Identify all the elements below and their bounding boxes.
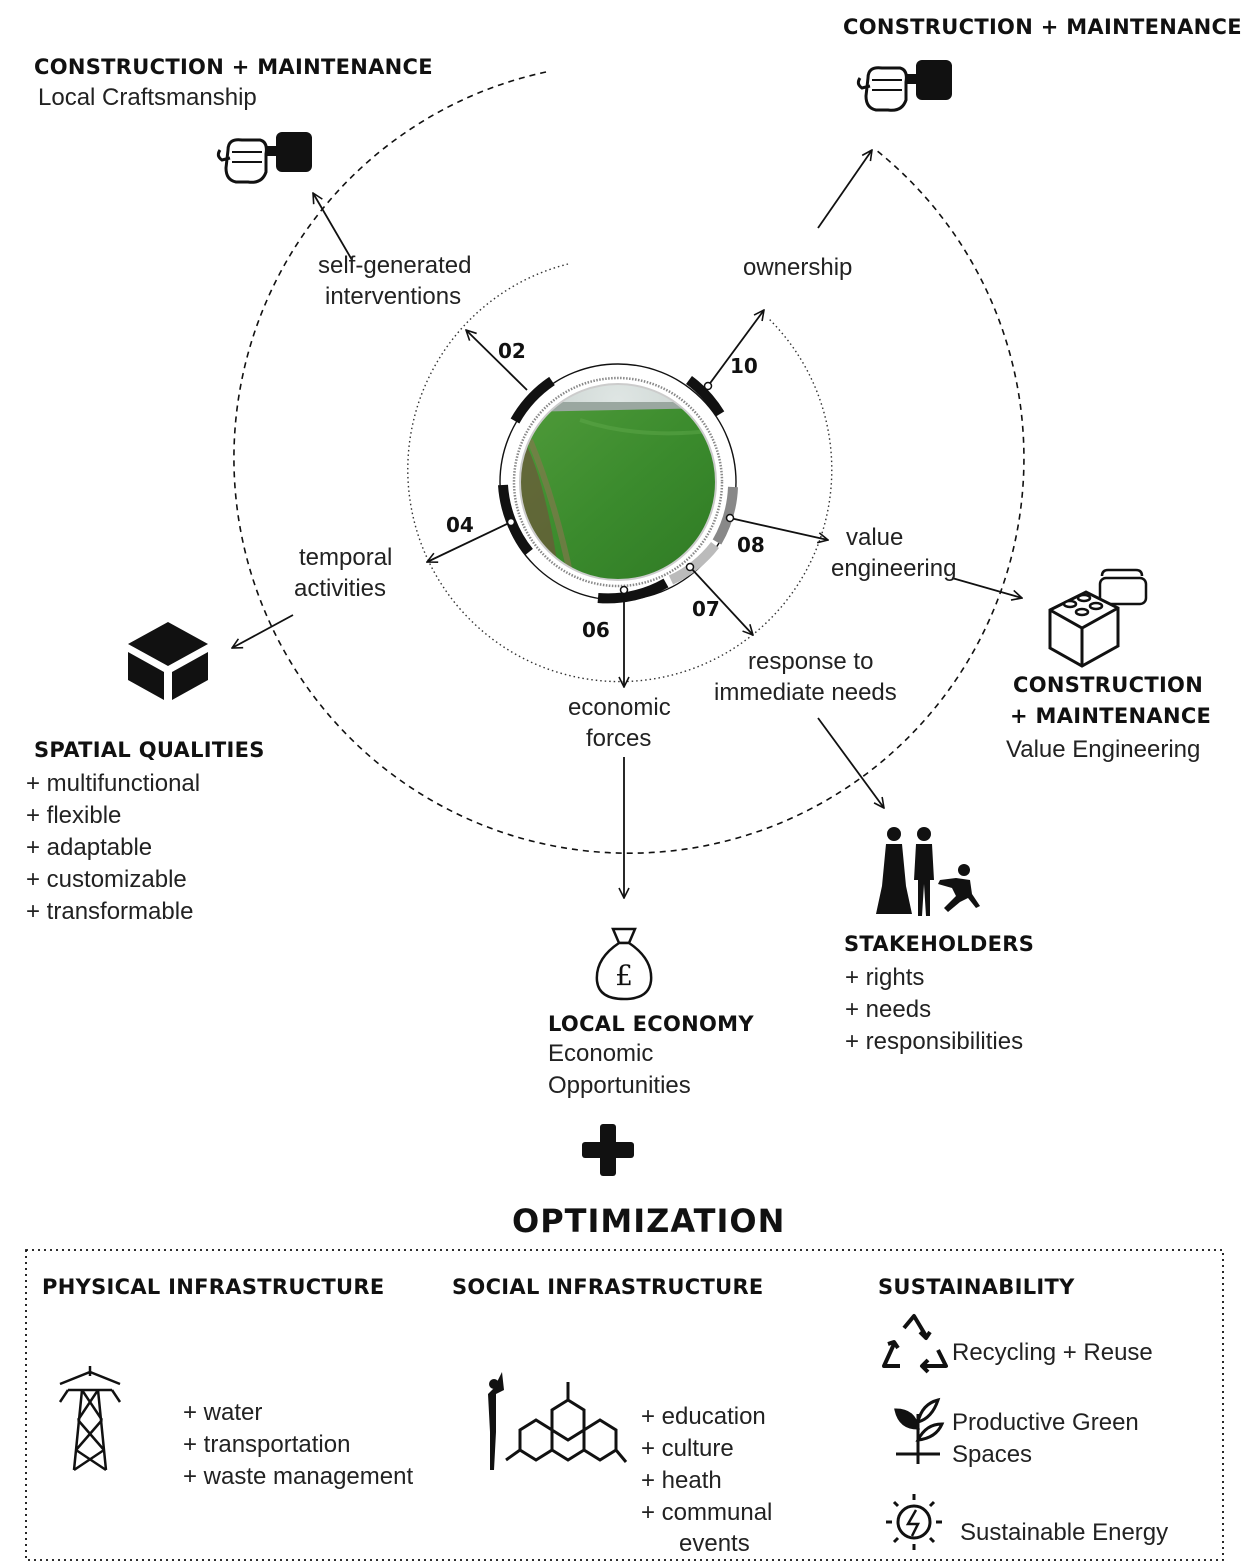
label-engineering: engineering xyxy=(831,555,956,582)
social-item-4: + communal xyxy=(641,1499,772,1526)
social-item-5: events xyxy=(679,1530,750,1557)
sun-energy-icon xyxy=(886,1494,942,1550)
spatial-item-5: + transformable xyxy=(26,898,193,925)
social-heading: SOCIAL INFRASTRUCTURE xyxy=(452,1275,764,1299)
power-pylon-icon xyxy=(58,1366,122,1472)
label-interventions: interventions xyxy=(325,283,461,310)
arrow-origin-dots xyxy=(506,381,735,595)
inner-ring-dotted xyxy=(512,376,724,588)
spatial-item-4: + customizable xyxy=(26,866,187,893)
fist-hammer-icon xyxy=(216,132,312,184)
local-economy-heading: LOCAL ECONOMY xyxy=(548,1012,754,1036)
cube-icon xyxy=(128,622,208,700)
label-self-generated: self-generated xyxy=(318,252,471,279)
money-bag-pound-icon: £ xyxy=(595,927,653,1001)
social-item-2: + culture xyxy=(641,1435,734,1462)
physical-item-2: + transportation xyxy=(183,1431,350,1458)
label-response-to: response to xyxy=(748,648,873,675)
label-economic: economic xyxy=(568,694,671,721)
label-temporal: temporal xyxy=(299,544,392,571)
construction-right-subtitle: Value Engineering xyxy=(1006,736,1200,763)
number-02: 02 xyxy=(498,339,526,363)
stakeholders-item-3: + responsibilities xyxy=(845,1028,1023,1055)
optimization-title: OPTIMIZATION xyxy=(512,1202,785,1240)
number-07: 07 xyxy=(692,597,720,621)
number-06: 06 xyxy=(582,618,610,642)
stakeholders-item-2: + needs xyxy=(845,996,931,1023)
social-item-1: + education xyxy=(641,1403,766,1430)
label-value: value xyxy=(846,524,903,551)
label-ownership: ownership xyxy=(743,254,852,281)
physical-heading: PHYSICAL INFRASTRUCTURE xyxy=(42,1275,385,1299)
construction-left-heading: CONSTRUCTION + MAINTENANCE xyxy=(34,55,433,79)
outer-dashed-ring xyxy=(233,71,1025,854)
social-item-3: + heath xyxy=(641,1467,722,1494)
construction-left-subtitle: Local Craftsmanship xyxy=(38,84,257,111)
arrows xyxy=(232,150,1022,898)
photo-frame xyxy=(519,383,717,581)
label-forces: forces xyxy=(586,725,651,752)
sustainability-green-1: Productive Green xyxy=(952,1409,1139,1436)
dotted-ring xyxy=(407,263,833,683)
construction-right-heading-2: + MAINTENANCE xyxy=(1010,704,1211,728)
construction-right-heading-1: CONSTRUCTION xyxy=(1013,673,1203,697)
spatial-qualities-heading: SPATIAL QUALITIES xyxy=(34,738,265,762)
optimization-box xyxy=(25,1249,1224,1561)
number-10: 10 xyxy=(730,354,758,378)
spatial-item-3: + adaptable xyxy=(26,834,152,861)
sustainability-heading: SUSTAINABILITY xyxy=(878,1275,1075,1299)
recycle-icon xyxy=(882,1314,948,1374)
physical-item-1: + water xyxy=(183,1399,262,1426)
label-activities: activities xyxy=(294,575,386,602)
construction-right-top-heading: CONSTRUCTION + MAINTENANCE xyxy=(843,15,1242,39)
plus-icon xyxy=(582,1124,634,1176)
local-economy-line2: Opportunities xyxy=(548,1072,691,1099)
person-network-icon xyxy=(488,1372,628,1470)
spatial-item-2: + flexible xyxy=(26,802,121,829)
stakeholders-item-1: + rights xyxy=(845,964,924,991)
number-04: 04 xyxy=(446,513,474,537)
sustainability-green-2: Spaces xyxy=(952,1441,1032,1468)
people-icon xyxy=(876,827,980,916)
sustainability-energy: Sustainable Energy xyxy=(960,1519,1168,1546)
stakeholders-heading: STAKEHOLDERS xyxy=(844,932,1034,956)
physical-item-3: + waste management xyxy=(183,1463,413,1490)
plant-icon xyxy=(894,1397,945,1464)
field-landscape-photo xyxy=(520,384,716,580)
blocks-purse-icon xyxy=(1048,568,1148,668)
spatial-item-1: + multifunctional xyxy=(26,770,200,797)
sustainability-recycling: Recycling + Reuse xyxy=(952,1339,1153,1366)
label-immediate-needs: immediate needs xyxy=(714,679,897,706)
pound-symbol: £ xyxy=(615,959,633,992)
local-economy-line1: Economic xyxy=(548,1040,653,1067)
fist-hammer-icon xyxy=(856,60,952,112)
number-08: 08 xyxy=(737,533,765,557)
